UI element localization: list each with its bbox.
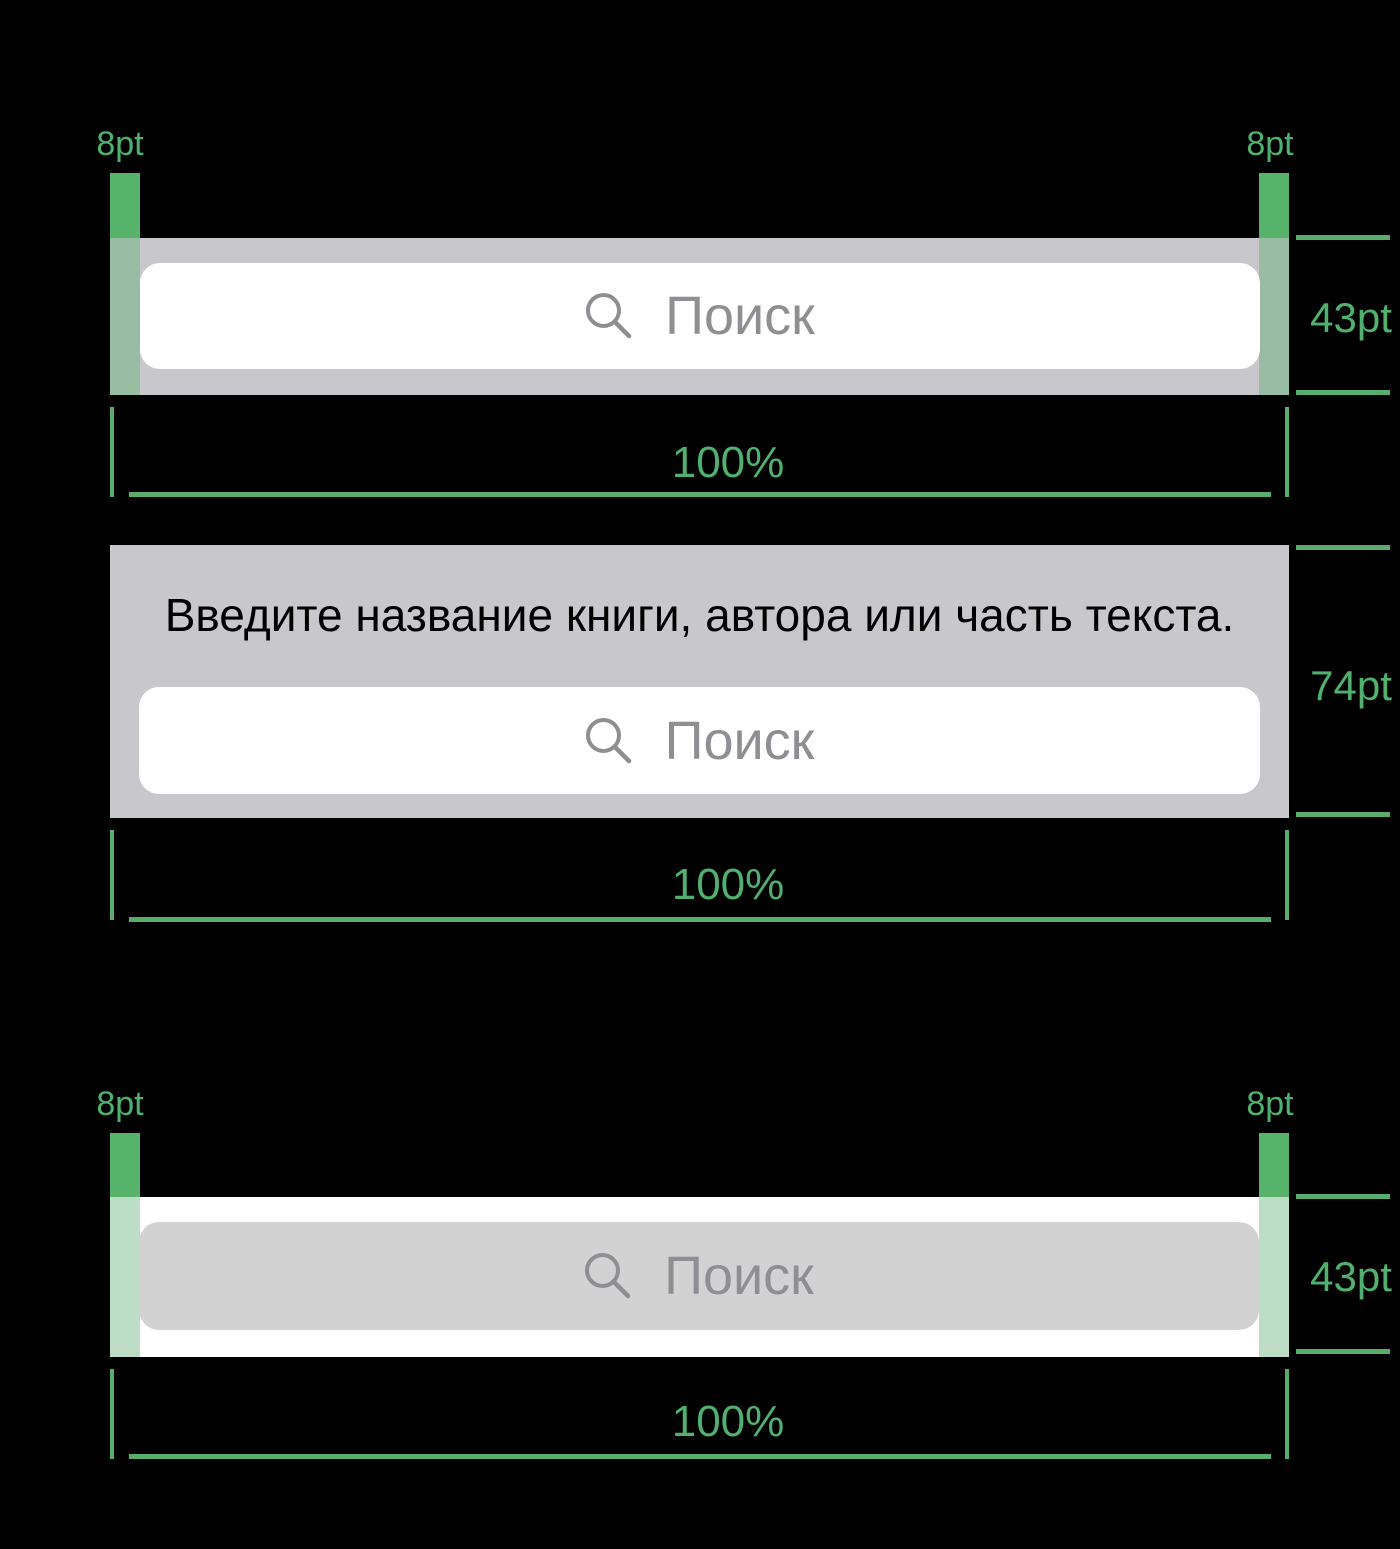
search-icon bbox=[585, 717, 631, 763]
bottom-left-margin-guide-solid bbox=[110, 1133, 140, 1197]
bottom-height-label: 43pt bbox=[1310, 1253, 1392, 1300]
bottom-left-margin-guide-overlay bbox=[110, 1197, 140, 1357]
bottom-search-field[interactable]: Поиск bbox=[139, 1222, 1259, 1330]
top-search-field[interactable]: Поиск bbox=[140, 263, 1260, 369]
top-right-margin-guide-solid bbox=[1259, 173, 1289, 238]
bottom-width-tick-right bbox=[1285, 1369, 1289, 1459]
search-placeholder: Поиск bbox=[665, 286, 815, 346]
middle-width-label: 100% bbox=[671, 860, 785, 909]
search-prompt-text: Введите название книги, автора или часть… bbox=[164, 589, 1235, 641]
middle-height-tick-upper bbox=[1296, 545, 1390, 550]
top-right-margin-label: 8pt bbox=[1246, 125, 1294, 163]
bottom-height-tick-lower bbox=[1296, 1349, 1390, 1354]
top-right-margin-guide-overlay bbox=[1259, 238, 1289, 395]
middle-search-field[interactable]: Поиск bbox=[139, 687, 1260, 794]
middle-width-tick-right bbox=[1285, 830, 1289, 920]
middle-width-line bbox=[129, 917, 1271, 922]
search-placeholder: Поиск bbox=[664, 1246, 814, 1306]
middle-height-label: 74pt bbox=[1310, 662, 1392, 709]
top-height-tick-upper bbox=[1296, 235, 1390, 240]
top-width-label: 100% bbox=[671, 438, 785, 487]
bottom-right-margin-label: 8pt bbox=[1246, 1085, 1294, 1123]
top-width-tick-left bbox=[110, 407, 114, 497]
top-left-margin-guide-solid bbox=[110, 173, 140, 238]
top-left-margin-label: 8pt bbox=[96, 125, 144, 163]
search-placeholder: Поиск bbox=[664, 710, 815, 771]
bottom-width-line bbox=[129, 1454, 1271, 1459]
top-left-margin-guide-overlay bbox=[110, 238, 140, 395]
bottom-right-margin-guide-solid bbox=[1259, 1133, 1289, 1197]
bottom-width-label: 100% bbox=[671, 1397, 785, 1446]
middle-width-tick-left bbox=[110, 830, 114, 920]
bottom-width-tick-left bbox=[110, 1369, 114, 1459]
search-icon bbox=[586, 293, 632, 339]
search-icon bbox=[585, 1253, 631, 1299]
middle-height-tick-lower bbox=[1296, 812, 1390, 817]
bottom-left-margin-label: 8pt bbox=[96, 1085, 144, 1123]
bottom-right-margin-guide-overlay bbox=[1259, 1197, 1289, 1357]
top-height-tick-lower bbox=[1296, 390, 1390, 395]
top-height-label: 43pt bbox=[1310, 294, 1392, 341]
top-width-line bbox=[129, 492, 1271, 497]
top-width-tick-right bbox=[1285, 407, 1289, 497]
bottom-height-tick-upper bbox=[1296, 1194, 1390, 1199]
